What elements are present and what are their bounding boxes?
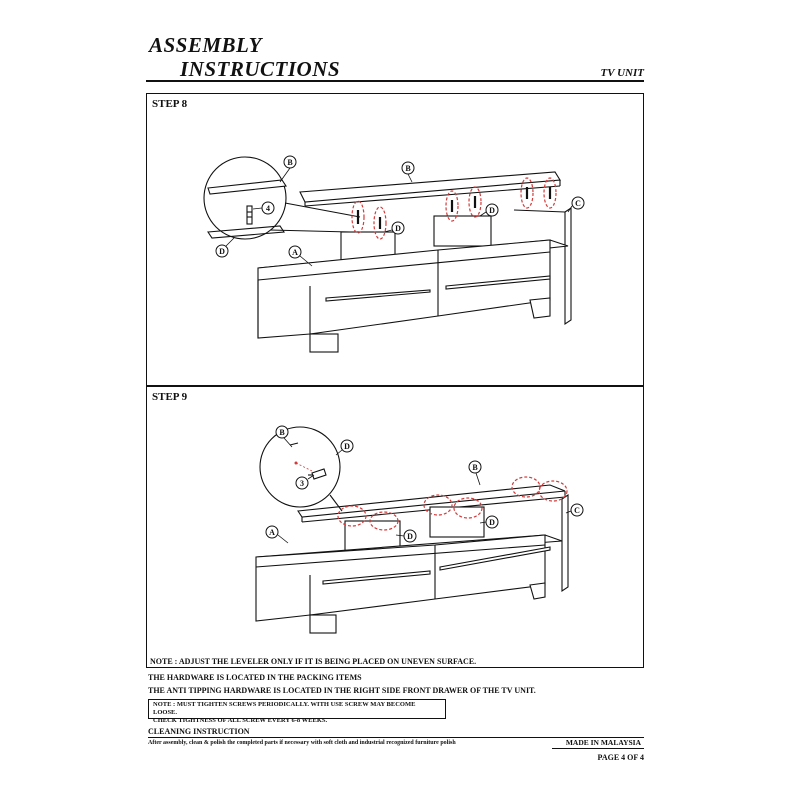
screw-note-line-1: NOTE : MUST TIGHTEN SCREWS PERIODICALLY.… xyxy=(153,701,416,716)
callout-c: C xyxy=(575,199,581,208)
anti-tipping-note: THE ANTI TIPPING HARDWARE IS LOCATED IN … xyxy=(148,686,536,695)
callout-d-right: D xyxy=(489,206,495,215)
callout-b-detail: B xyxy=(279,428,285,437)
callout-d-detail: D xyxy=(344,442,350,451)
callout-d-right: D xyxy=(489,518,495,527)
screw-tightening-note-box: NOTE : MUST TIGHTEN SCREWS PERIODICALLY.… xyxy=(148,699,446,724)
callout-d-detail: D xyxy=(219,247,225,256)
made-in-label: MADE IN MALAYSIA xyxy=(565,738,641,747)
callout-a: A xyxy=(292,248,298,257)
callout-hardware: 3 xyxy=(300,479,304,488)
header-rule xyxy=(146,80,644,82)
cleaning-rule xyxy=(148,737,644,738)
hardware-location-note: THE HARDWARE IS LOCATED IN THE PACKING I… xyxy=(148,673,362,682)
title-assembly: ASSEMBLY xyxy=(149,33,262,57)
callout-d-left: D xyxy=(395,224,401,233)
step-8-illustration: B B C D D A 4 D xyxy=(203,155,585,353)
step-8-label: STEP 8 xyxy=(152,98,188,110)
footer-rule xyxy=(552,748,644,749)
cleaning-title: CLEANING INSTRUCTION xyxy=(148,727,250,736)
page-number: PAGE 4 OF 4 xyxy=(597,753,644,762)
callout-b-shelf: B xyxy=(405,164,411,173)
steps-frame xyxy=(146,93,644,668)
title-instructions: INSTRUCTIONS xyxy=(180,57,341,81)
callout-d-left: D xyxy=(407,532,413,541)
callout-b-shelf: B xyxy=(472,463,478,472)
document-type: TV UNIT xyxy=(600,67,645,79)
screw-note-line-2: CHECK TIGHTNESS OF ALL SCREW EVERY 6-8 W… xyxy=(153,717,328,724)
step-9-label: STEP 9 xyxy=(152,391,188,403)
callout-a: A xyxy=(269,528,275,537)
callout-b-detail: B xyxy=(287,158,293,167)
callout-c: C xyxy=(574,506,580,515)
leveler-note: NOTE : ADJUST THE LEVELER ONLY IF IT IS … xyxy=(150,657,477,666)
step-divider xyxy=(146,385,644,387)
callout-hardware: 4 xyxy=(266,204,270,213)
step-9-illustration: B D B C D D A 3 xyxy=(255,425,584,634)
cleaning-text: After assembly, clean & polish the compl… xyxy=(148,740,456,746)
